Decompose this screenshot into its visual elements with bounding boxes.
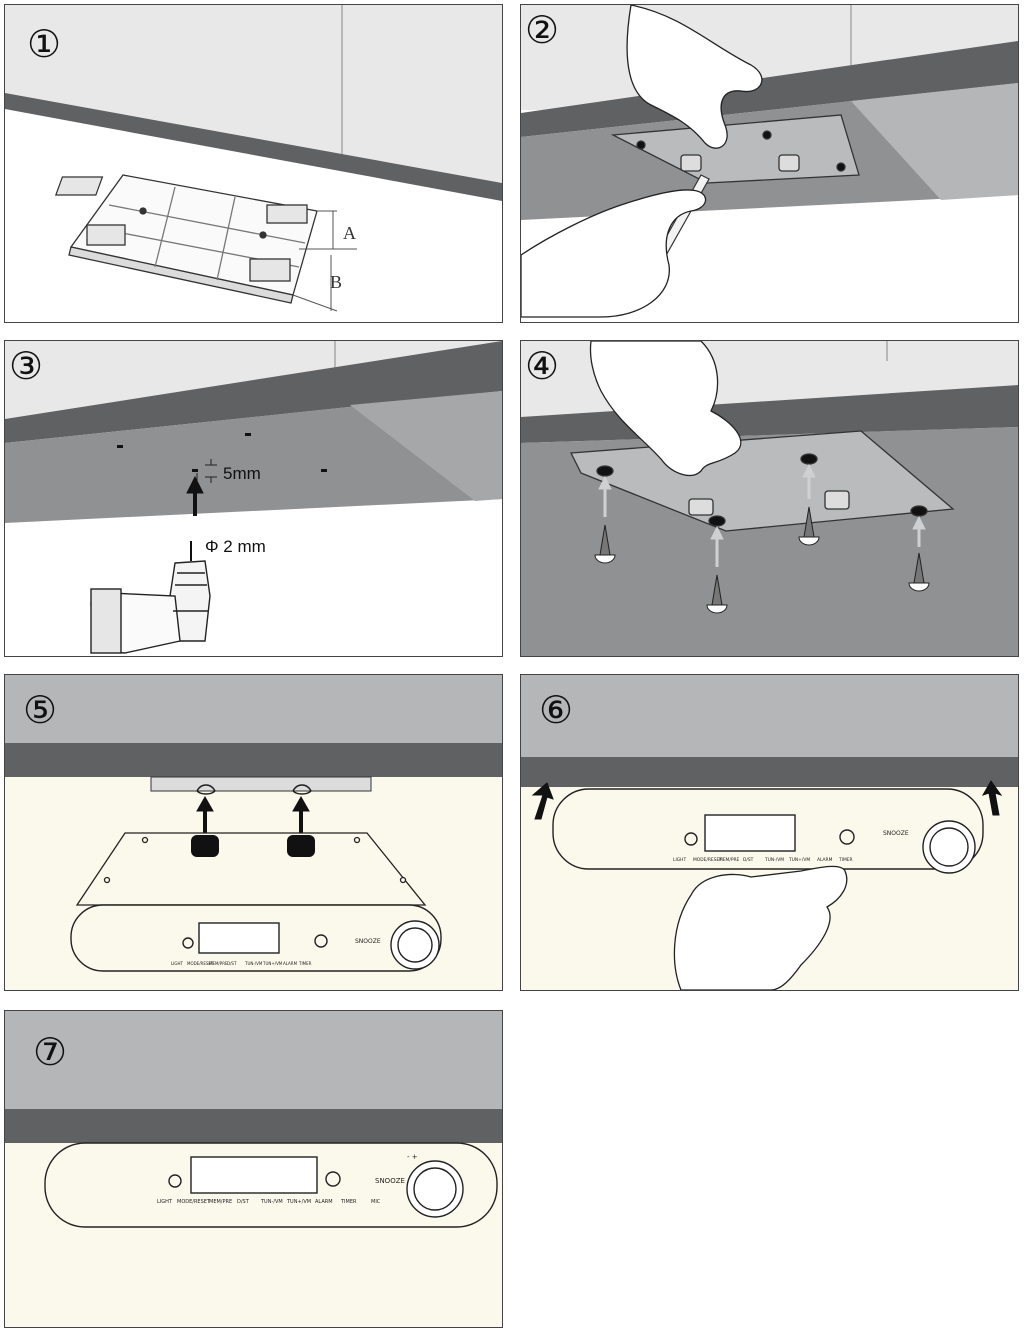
screw-arrows [598,463,926,567]
drill-arrow [186,475,204,516]
svg-text:ALARM: ALARM [315,1199,333,1205]
svg-text:LIGHT: LIGHT [673,857,686,863]
cabinet-edge [5,341,502,443]
snooze-label: SNOOZE [883,830,909,837]
svg-text:LIGHT: LIGHT [157,1199,173,1205]
radio-front [552,788,984,874]
depth-marker [196,459,217,483]
cabinet-edge [521,41,1018,137]
step-2-number: ② [525,8,559,52]
svg-text:MEM/PRE: MEM/PRE [209,1199,232,1205]
cabinet-edge [5,93,502,201]
snooze-label: SNOOZE [355,938,381,945]
svg-text:TUN+/VM: TUN+/VM [788,857,810,863]
step-6-number: ⑥ [539,688,573,732]
tilt-arrows [531,780,1003,820]
svg-text:TIMER: TIMER [838,857,853,863]
step-3-panel: 5mm Φ 2 mm ③ [4,340,503,657]
svg-text:MODE/RESET: MODE/RESET [187,961,214,966]
svg-text:MEM/PRE: MEM/PRE [209,961,228,966]
radio-front [70,904,442,972]
hand-bottom [521,189,707,318]
radio-front [44,1142,498,1228]
knob-marks: - + [407,1153,418,1161]
svg-text:TUN-/VM: TUN-/VM [244,961,263,966]
mic-label: MIC [371,1199,381,1205]
svg-text:MODE/RESET: MODE/RESET [177,1199,211,1205]
svg-text:ALARM: ALARM [283,961,298,966]
step-1-panel: A B ① [4,4,503,323]
supporting-hand [673,865,848,990]
mount-arrows [196,795,310,835]
keyhole-slots [196,784,312,795]
svg-text:D/ST: D/ST [227,961,237,966]
step-4-panel: ④ [520,340,1019,657]
svg-text:TIMER: TIMER [340,1199,357,1205]
svg-text:MEM/PRE: MEM/PRE [719,857,740,863]
svg-text:ALARM: ALARM [817,857,833,863]
front-buttons: LIGHT MODE/RESET MEM/PRE D/ST TUN-/VM TU… [171,961,312,966]
mounting-plate [610,114,860,184]
svg-text:TUN-/VM: TUN-/VM [764,857,784,863]
svg-text:TUN+/VM: TUN+/VM [262,961,283,966]
label-a: A [343,223,356,243]
depth-label: 5mm [223,464,261,483]
mounting-plate [54,174,318,304]
wall-background [5,5,502,183]
step-5-number: ⑤ [23,688,57,732]
svg-text:MODE/RESET: MODE/RESET [693,857,722,863]
step-1-number: ① [27,22,61,66]
mounting-plate-edge [150,776,372,792]
step-7-panel: LIGHT MODE/RESET MEM/PRE D/ST TUN-/VM TU… [4,1010,503,1328]
svg-text:TIMER: TIMER [298,961,312,966]
screws [594,506,930,614]
svg-text:TUN-/VM: TUN-/VM [260,1199,283,1205]
drill-icon [90,541,211,654]
front-buttons: LIGHT MODE/RESET MEM/PRE D/ST TUN-/VM TU… [673,857,853,863]
hand-top [589,341,742,476]
svg-text:LIGHT: LIGHT [171,961,184,966]
mount-pegs [191,835,315,857]
radio-top [75,832,427,906]
front-buttons: LIGHT MODE/RESET MEM/PRE D/ST TUN-/VM TU… [157,1199,357,1205]
hand-top [626,5,763,149]
step-6-panel: LIGHT MODE/RESET MEM/PRE D/ST TUN-/VM TU… [520,674,1019,991]
step-3-number: ③ [9,344,43,388]
snooze-label: SNOOZE [375,1177,405,1185]
dimension-lines [292,210,357,312]
pilot-hole-marks [117,433,327,472]
diameter-label: Φ 2 mm [205,537,266,556]
svg-text:D/ST: D/ST [743,857,754,863]
label-b: B [330,272,342,292]
step-2-panel: ② [520,4,1019,323]
svg-text:D/ST: D/ST [237,1199,250,1205]
step-7-number: ⑦ [33,1030,67,1074]
svg-text:TUN+/VM: TUN+/VM [286,1199,311,1205]
step-4-number: ④ [525,344,559,388]
step-5-panel: LIGHT MODE/RESET MEM/PRE D/ST TUN-/VM TU… [4,674,503,991]
